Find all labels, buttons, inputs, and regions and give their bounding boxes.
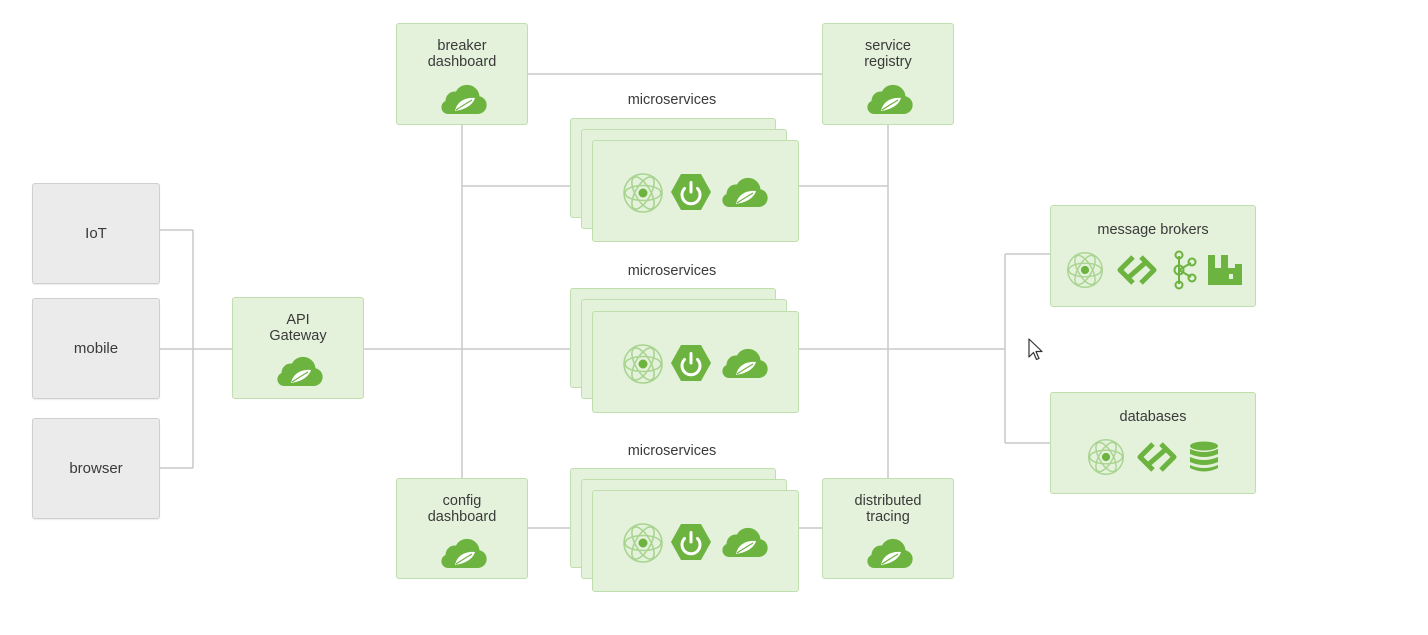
spring-cloud-icon: [718, 524, 770, 560]
atom-icon: [1086, 437, 1126, 477]
api-gateway-label: API Gateway: [269, 312, 327, 344]
client-browser: browser: [32, 418, 160, 519]
databases-box: databases: [1050, 392, 1256, 494]
atom-icon: [1065, 250, 1105, 290]
breaker-dashboard-label: breaker dashboard: [427, 38, 497, 70]
distributed-tracing-box: distributed tracing: [822, 478, 954, 579]
config-dashboard-box: config dashboard: [396, 478, 528, 579]
spring-cloud-icon: [437, 535, 489, 571]
kafka-icon: [1169, 250, 1199, 290]
spring-cloud-icon: [863, 81, 915, 117]
breaker-dashboard-box: breaker dashboard: [396, 23, 528, 125]
spring-cloud-icon: [718, 345, 770, 381]
spring-cloud-icon: [437, 81, 489, 117]
client-browser-label: browser: [69, 460, 123, 477]
mouse-cursor-icon: [1028, 338, 1043, 361]
microservice-card-front: [592, 490, 799, 592]
spring-boot-power-icon: [670, 171, 712, 213]
spring-cloud-icon: [273, 353, 325, 389]
chain-link-icon: [1133, 438, 1181, 476]
client-mobile-label: mobile: [73, 340, 119, 357]
service-registry-label: service registry: [864, 38, 912, 70]
client-iot-label: IoT: [85, 225, 107, 242]
microservices-title: microservices: [627, 92, 717, 108]
spring-cloud-icon: [863, 535, 915, 571]
config-dashboard-label: config dashboard: [427, 493, 497, 525]
database-icon: [1187, 440, 1221, 474]
atom-icon: [621, 342, 665, 386]
api-gateway-box: API Gateway: [232, 297, 364, 399]
microservices-title: microservices: [627, 443, 717, 459]
message-brokers-box: message brokers: [1050, 205, 1256, 307]
microservice-card-front: [592, 311, 799, 413]
databases-label: databases: [1119, 409, 1187, 425]
client-iot: IoT: [32, 183, 160, 284]
microservices-title: microservices: [627, 263, 717, 279]
spring-boot-power-icon: [670, 342, 712, 384]
factory-icon: [1206, 252, 1244, 286]
microservice-card-front: [592, 140, 799, 242]
chain-link-icon: [1113, 251, 1161, 289]
message-brokers-label: message brokers: [1097, 222, 1209, 238]
service-registry-box: service registry: [822, 23, 954, 125]
atom-icon: [621, 171, 665, 215]
spring-cloud-icon: [718, 174, 770, 210]
distributed-tracing-label: distributed tracing: [854, 493, 922, 525]
spring-boot-power-icon: [670, 521, 712, 563]
atom-icon: [621, 521, 665, 565]
client-mobile: mobile: [32, 298, 160, 399]
